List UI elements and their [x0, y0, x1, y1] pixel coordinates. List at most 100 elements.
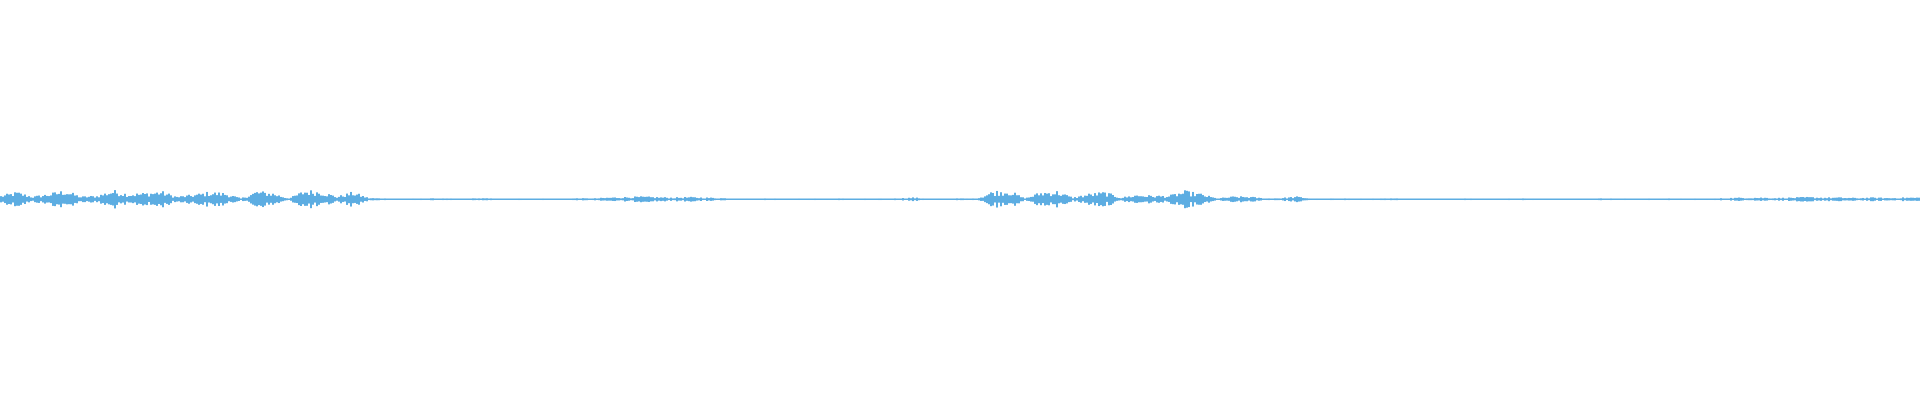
waveform-sample — [1458, 198, 1460, 200]
waveform-sample — [328, 194, 330, 205]
waveform-sample — [790, 198, 792, 200]
waveform-sample — [1750, 198, 1752, 201]
waveform-sample — [874, 198, 876, 200]
waveform-sample — [1868, 198, 1870, 201]
waveform-sample — [1252, 196, 1254, 202]
waveform-sample — [1456, 198, 1458, 200]
waveform-sample — [904, 198, 906, 200]
waveform-sample — [1634, 198, 1636, 200]
waveform-sample — [1318, 198, 1320, 200]
waveform-sample — [120, 195, 122, 204]
waveform-sample — [1378, 198, 1380, 200]
waveform-sample — [1872, 197, 1874, 202]
waveform-sample — [246, 197, 248, 201]
waveform-sample — [1092, 196, 1094, 203]
waveform-sample — [1802, 197, 1804, 202]
waveform-sample — [1680, 198, 1682, 201]
waveform-sample — [220, 195, 222, 203]
waveform-sample — [1756, 198, 1758, 201]
waveform-sample — [802, 198, 804, 200]
waveform-sample — [1702, 198, 1704, 200]
waveform-sample — [616, 198, 618, 201]
waveform-sample — [1160, 196, 1162, 202]
waveform-sample — [1242, 196, 1244, 202]
waveform-sample — [384, 198, 386, 201]
waveform-sample — [1710, 198, 1712, 200]
waveform-sample — [860, 198, 862, 200]
waveform-sample — [1484, 198, 1486, 200]
waveform-sample — [162, 191, 164, 208]
waveform-sample — [1708, 198, 1710, 200]
waveform-sample — [214, 192, 216, 206]
waveform-sample — [1168, 196, 1170, 202]
waveform-sample — [732, 198, 734, 200]
waveform-sample — [492, 198, 494, 200]
waveform-sample — [1320, 198, 1322, 200]
waveform-sample — [1472, 198, 1474, 200]
waveform-sample — [708, 198, 710, 201]
waveform-sample — [1700, 198, 1702, 200]
waveform-sample — [1430, 198, 1432, 200]
waveform-sample — [1342, 198, 1344, 200]
waveform-sample — [1364, 198, 1366, 200]
waveform-sample — [776, 198, 778, 200]
waveform-sample — [1330, 198, 1332, 201]
waveform-sample — [264, 192, 266, 206]
waveform-sample — [1640, 198, 1642, 200]
waveform-sample — [170, 195, 172, 204]
waveform-sample — [1356, 198, 1358, 200]
waveform-sample — [676, 197, 678, 202]
waveform-sample — [326, 196, 328, 203]
waveform-sample — [114, 190, 116, 209]
waveform-sample — [514, 198, 516, 200]
waveform-sample — [1918, 197, 1920, 201]
waveform-sample — [8, 194, 10, 204]
waveform-sample — [768, 198, 770, 200]
waveform-sample — [350, 191, 352, 207]
waveform-sample — [608, 197, 610, 201]
waveform-sample — [390, 198, 392, 200]
waveform-sample — [32, 197, 34, 201]
waveform-sample — [944, 198, 946, 200]
waveform-sample — [306, 192, 308, 206]
waveform-sample — [512, 198, 514, 200]
waveform-sample — [1736, 197, 1738, 201]
waveform-sample — [300, 192, 302, 206]
waveform-sample — [1108, 193, 1110, 206]
waveform-sample — [480, 198, 482, 200]
waveform-sample — [1754, 197, 1756, 201]
waveform-sample — [310, 190, 312, 209]
waveform-sample — [1442, 198, 1444, 200]
waveform-sample — [222, 193, 224, 206]
waveform-sample — [148, 196, 150, 202]
waveform-sample — [298, 193, 300, 206]
waveform-sample — [440, 198, 442, 200]
waveform-sample — [132, 195, 134, 204]
waveform-sample — [728, 198, 730, 200]
waveform-sample — [282, 197, 284, 202]
waveform-sample — [1852, 197, 1854, 201]
waveform-sample — [1140, 196, 1142, 203]
waveform-sample — [1768, 198, 1770, 201]
waveform-sample — [130, 195, 132, 203]
waveform-sample — [470, 198, 472, 200]
waveform-sample — [822, 198, 824, 200]
waveform-sample — [590, 198, 592, 200]
waveform-sample — [568, 198, 570, 200]
waveform-sample — [924, 198, 926, 200]
waveform-sample — [1260, 197, 1262, 201]
waveform-sample — [1148, 195, 1150, 204]
waveform-sample — [1166, 197, 1168, 202]
waveform-sample — [1078, 196, 1080, 202]
waveform-sample — [1390, 198, 1392, 201]
waveform-sample — [1904, 198, 1906, 201]
waveform-sample — [702, 198, 704, 201]
waveform-sample — [720, 198, 722, 201]
waveform-sample — [1570, 198, 1572, 200]
waveform-sample — [754, 198, 756, 200]
waveform-sample — [922, 198, 924, 201]
waveform-sample — [716, 198, 718, 200]
waveform-sample — [592, 198, 594, 201]
waveform-sample — [484, 198, 486, 201]
waveform-sample — [586, 198, 588, 201]
